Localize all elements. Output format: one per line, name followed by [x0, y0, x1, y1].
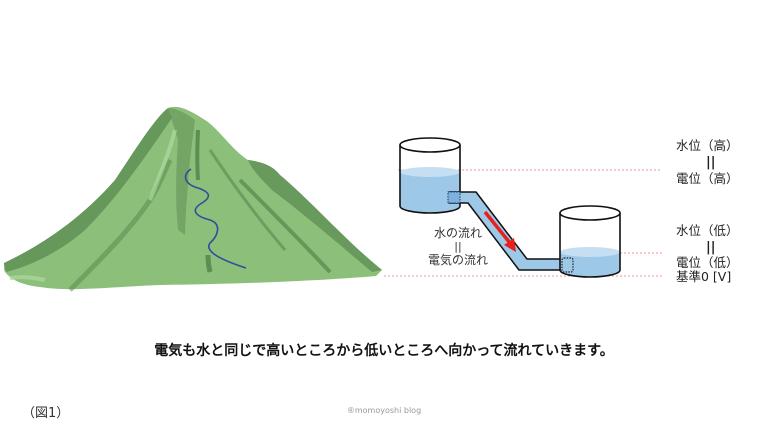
high-equals-sign: ||: [706, 155, 716, 170]
flow-label-group: 水の流れ || 電気の流れ: [418, 226, 498, 267]
low-water-level-label: 水位（低）: [676, 223, 739, 238]
high-water-level-label: 水位（高）: [676, 138, 739, 153]
flow-arrow-icon: [483, 210, 516, 252]
mountain-ridge-shape: [168, 108, 195, 235]
mountain-body-shape: [4, 106, 382, 290]
low-equals-sign: ||: [706, 240, 716, 255]
credit-watermark: ®momoyoshi blog: [346, 406, 422, 415]
upper-water-tank: [399, 137, 461, 214]
mountain-shadow-right-shape: [248, 160, 382, 272]
mountain-shadow-left-shape: [4, 108, 172, 272]
high-potential-label: 電位（高）: [676, 171, 739, 186]
electric-flow-label: 電気の流れ: [427, 253, 488, 267]
mountain-illustration: [4, 106, 382, 292]
lower-water-tank: [559, 205, 621, 278]
figure-label: （図1）: [22, 406, 70, 421]
reference-zero-label: 基準0 [V]: [676, 269, 732, 284]
water-flow-label: 水の流れ: [433, 226, 482, 240]
flow-equals-sign: ||: [454, 240, 462, 253]
river-line: [184, 168, 247, 269]
low-potential-label: 電位（低）: [676, 255, 739, 270]
main-caption: 電気も水と同じで高いところから低いところへ向かって流れていきます。: [154, 343, 614, 359]
